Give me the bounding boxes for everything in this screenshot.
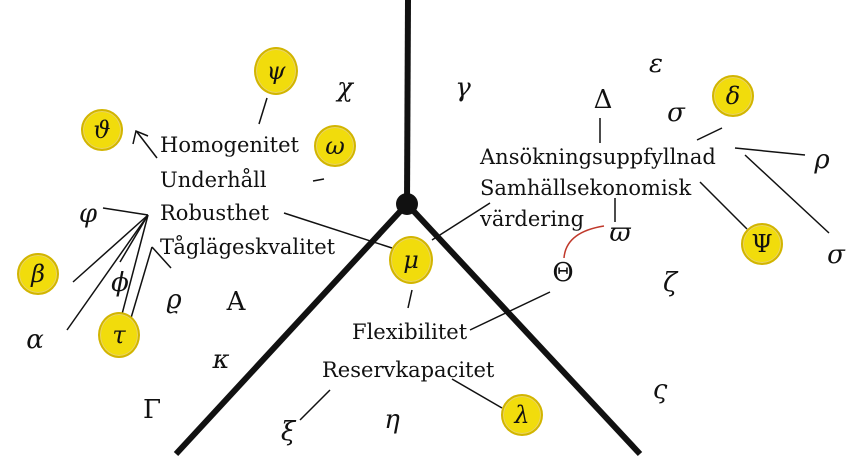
symbol-varrho: ϱ [166, 285, 182, 315]
symbol-gamma-upper: Γ [142, 395, 162, 425]
connector-mu-down [407, 289, 413, 309]
arrowhead [132, 129, 149, 145]
y-stem [404, 0, 411, 205]
symbol-varpi: ϖ [609, 218, 631, 248]
badge-beta: β [17, 253, 59, 295]
fan-1 [72, 214, 149, 283]
label-reservkapacitet: Reservkapacitet [322, 358, 495, 382]
label-ansokningsuppfyllnad: Ansökningsuppfyllnad [480, 145, 716, 169]
fan-phi [102, 207, 149, 216]
badge-lambda: λ [501, 394, 543, 436]
symbol-eta: η [384, 405, 400, 435]
connector-delta-badge [696, 127, 723, 141]
y-right-branch [404, 201, 643, 457]
badge-psi-upper: Ψ [741, 223, 783, 265]
symbol-chi: χ [337, 73, 353, 103]
connector-robusthet [283, 212, 393, 249]
symbol-alpha-upper: Α [226, 287, 246, 317]
badge-omega: ω [314, 125, 356, 167]
label-flexibilitet: Flexibilitet [352, 320, 468, 344]
symbol-theta-upper: Θ [552, 258, 574, 288]
fan-tau [130, 246, 153, 319]
badge-mu: μ [389, 236, 433, 284]
badge-delta: δ [712, 75, 754, 117]
fan-3 [66, 214, 149, 331]
y-junction-dot [396, 193, 418, 215]
connector-sigma [744, 154, 830, 234]
y-left-branch [173, 201, 410, 457]
label-homogenitet: Homogenitet [160, 133, 299, 157]
symbol-epsilon: ε [649, 49, 663, 79]
connector-psi [258, 97, 268, 125]
connector-flexibilitet [469, 291, 551, 331]
fan-varrho [151, 246, 172, 269]
label-vardering: värdering [480, 207, 585, 231]
curve-theta [563, 225, 605, 259]
label-taglageskvalitet: Tågläges­kvalitet [160, 235, 336, 259]
connector-reserv [451, 378, 503, 409]
symbol-gamma-small: γ [455, 73, 471, 103]
label-robusthet: Robusthet [160, 201, 270, 225]
label-underhall: Underhåll [160, 168, 267, 192]
symbol-delta-upper: Δ [593, 85, 613, 115]
symbol-sigma-2: σ [827, 240, 845, 270]
badge-vartheta: ϑ [81, 109, 123, 151]
badge-psi: ψ [254, 47, 298, 95]
symbol-varphi: φ [78, 199, 98, 229]
symbol-zeta: ζ [662, 268, 678, 298]
fan-4 [120, 214, 149, 319]
symbol-phi: ϕ [111, 268, 129, 298]
connector-rho [734, 147, 806, 156]
symbol-rho: ρ [814, 145, 830, 175]
connector-xi [299, 389, 331, 421]
symbol-alpha: α [26, 325, 44, 355]
symbol-sigma-1: σ [667, 98, 685, 128]
badge-tau: τ [98, 312, 140, 358]
connector-mu-right [431, 202, 491, 241]
connector-vartheta-arrow [136, 131, 158, 159]
symbol-varsigma: ς [652, 375, 668, 405]
symbol-kappa: κ [212, 345, 230, 375]
connector-omega [312, 178, 325, 182]
label-samhallsekonomisk: Samhällsekonomisk [480, 176, 692, 200]
connector-Psi [699, 181, 748, 230]
symbol-xi: ξ [280, 417, 296, 447]
